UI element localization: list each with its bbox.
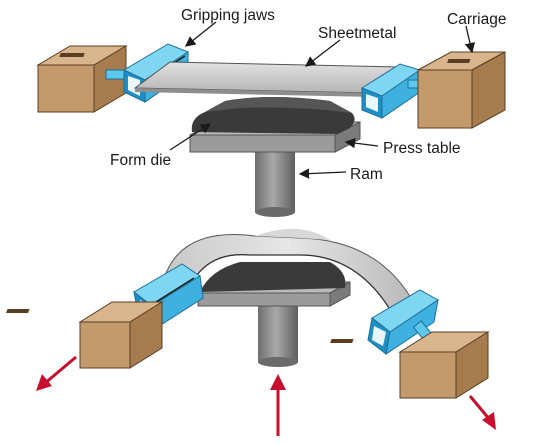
form-die-bottom [200, 262, 346, 292]
bottom-assembly [6, 228, 496, 436]
sheetmetal-flat [133, 61, 400, 97]
ram-top [255, 150, 295, 217]
pull-arrow-right [468, 395, 496, 430]
push-arrow-ram [270, 374, 286, 436]
ram-bottom [258, 300, 298, 367]
form-die-top [191, 97, 355, 134]
label-carriage: Carriage [447, 11, 506, 28]
pull-arrow-left [36, 355, 77, 391]
labels: Gripping jaws Sheetmetal Carriage Form d… [110, 7, 506, 183]
label-sheetmetal: Sheetmetal [318, 25, 396, 42]
label-ram: Ram [350, 166, 383, 183]
top-assembly [36, 43, 506, 217]
carriage-box-bottom-left [6, 301, 164, 369]
label-form-die: Form die [110, 152, 171, 169]
carriage-box-top-right [417, 51, 506, 129]
gripping-jaw-top-right [360, 63, 425, 119]
gripping-jaw-bottom-right [367, 289, 439, 356]
label-press-table: Press table [383, 140, 461, 157]
leader-lines [169, 21, 476, 179]
carriage-box-bottom-right [330, 331, 490, 399]
label-gripping-jaws: Gripping jaws [181, 7, 275, 24]
force-arrows [36, 355, 496, 436]
